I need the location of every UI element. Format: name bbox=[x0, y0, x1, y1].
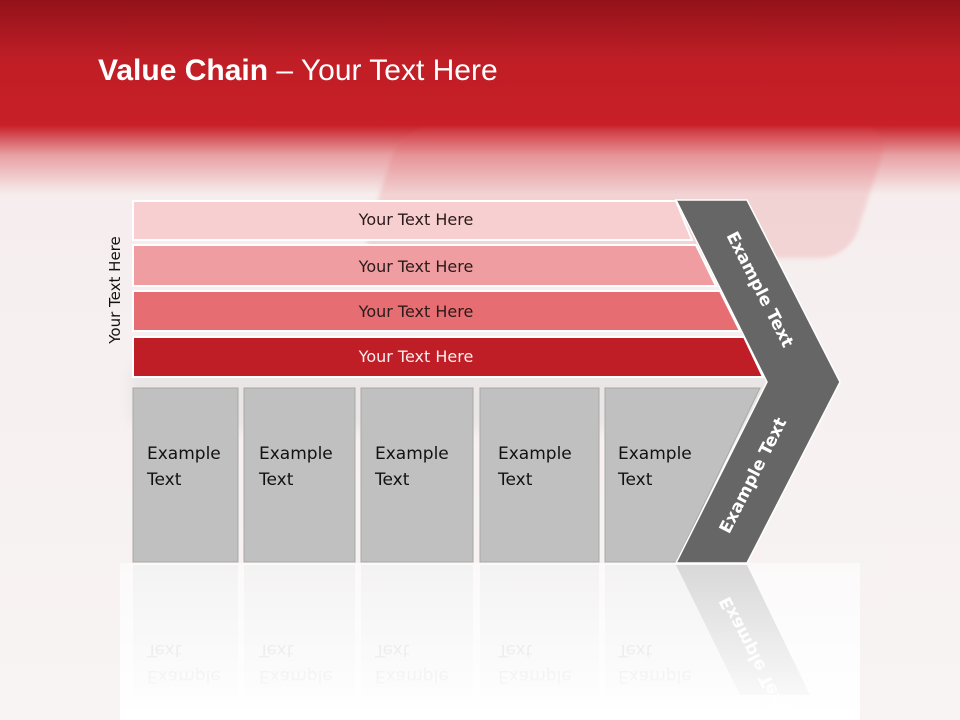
box-5-line2: Text bbox=[617, 470, 653, 490]
title-rest: – Your Text Here bbox=[268, 54, 498, 87]
box-1-line1: Example bbox=[147, 444, 221, 464]
box-3-shape bbox=[360, 387, 474, 563]
row-1-shape bbox=[132, 200, 694, 241]
box-5: Example Text bbox=[604, 387, 761, 563]
box-1: Example Text bbox=[132, 387, 239, 563]
row-1-label: Your Text Here bbox=[358, 210, 474, 229]
box-2-line2: Text bbox=[258, 470, 294, 490]
row-3: Your Text Here bbox=[132, 290, 742, 332]
title-bold: Value Chain bbox=[98, 54, 269, 87]
box-4: Example Text bbox=[479, 387, 600, 563]
row-4-shape bbox=[132, 336, 765, 378]
row-2: Your Text Here bbox=[132, 244, 718, 287]
slide-title: Value Chain – Your Text Here bbox=[98, 54, 498, 88]
row-4-label: Your Text Here bbox=[358, 347, 474, 366]
box-1-line2: Text bbox=[146, 470, 182, 490]
row-3-shape bbox=[132, 290, 742, 332]
row-2-shape bbox=[132, 244, 718, 287]
box-4-line2: Text bbox=[497, 470, 533, 490]
box-2-line1: Example bbox=[259, 444, 333, 464]
box-1-shape bbox=[132, 387, 239, 563]
row-1: Your Text Here bbox=[132, 200, 694, 241]
box-5-line1: Example bbox=[618, 444, 692, 464]
box-4-line1: Example bbox=[498, 444, 572, 464]
box-2-shape bbox=[243, 387, 356, 563]
row-3-label: Your Text Here bbox=[358, 302, 474, 321]
row-4: Your Text Here bbox=[132, 336, 765, 378]
box-3-line2: Text bbox=[374, 470, 410, 490]
box-3-line1: Example bbox=[375, 444, 449, 464]
row-2-label: Your Text Here bbox=[358, 257, 474, 276]
box-2: Example Text bbox=[243, 387, 356, 563]
reflection-fade bbox=[120, 563, 860, 720]
box-4-shape bbox=[479, 387, 600, 563]
box-3: Example Text bbox=[360, 387, 474, 563]
